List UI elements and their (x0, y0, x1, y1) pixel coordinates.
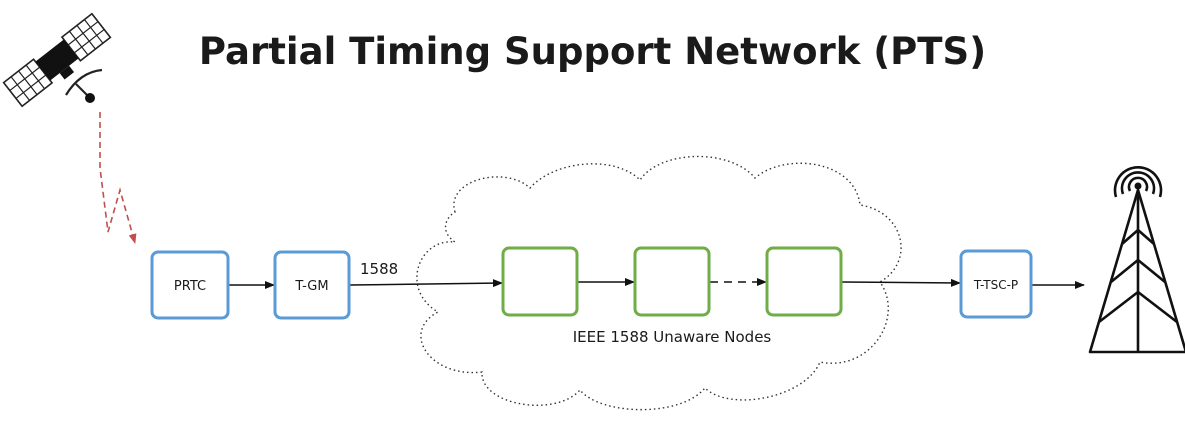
tgm-label: T-GM (294, 279, 328, 294)
ttscp-label: T-TSC-P (973, 278, 1018, 292)
diagram-title: Partial Timing Support Network (PTS) (198, 30, 987, 73)
unaware-node-3 (765, 246, 843, 317)
cloud-label: IEEE 1588 Unaware Nodes (573, 328, 772, 346)
antenna-icon (75, 83, 89, 97)
unaware-node-1 (501, 246, 579, 317)
tgm-box: T-GM (273, 250, 351, 320)
dish-icon (65, 68, 103, 96)
ttscp-box: T-TSC-P (959, 249, 1033, 319)
prtc-box: PRTC (150, 250, 230, 320)
signal-wave-inner-icon (1127, 176, 1149, 192)
signal-wave-outer-icon (1113, 165, 1163, 198)
prtc-label: PRTC (174, 279, 206, 294)
signal-wave-middle-icon (1120, 171, 1156, 195)
gnss-signal-line (99, 112, 137, 244)
satellite-icon (2, 12, 112, 108)
antenna-tip-icon (85, 93, 95, 103)
tgm-to-node1-arrow (349, 279, 503, 288)
solar-panel-right-icon (60, 12, 112, 62)
unaware-node-2 (633, 246, 711, 317)
cell-tower-icon (1088, 165, 1185, 354)
link-label-1588: 1588 (360, 260, 398, 278)
node3-to-ttscp-arrow (841, 278, 961, 287)
